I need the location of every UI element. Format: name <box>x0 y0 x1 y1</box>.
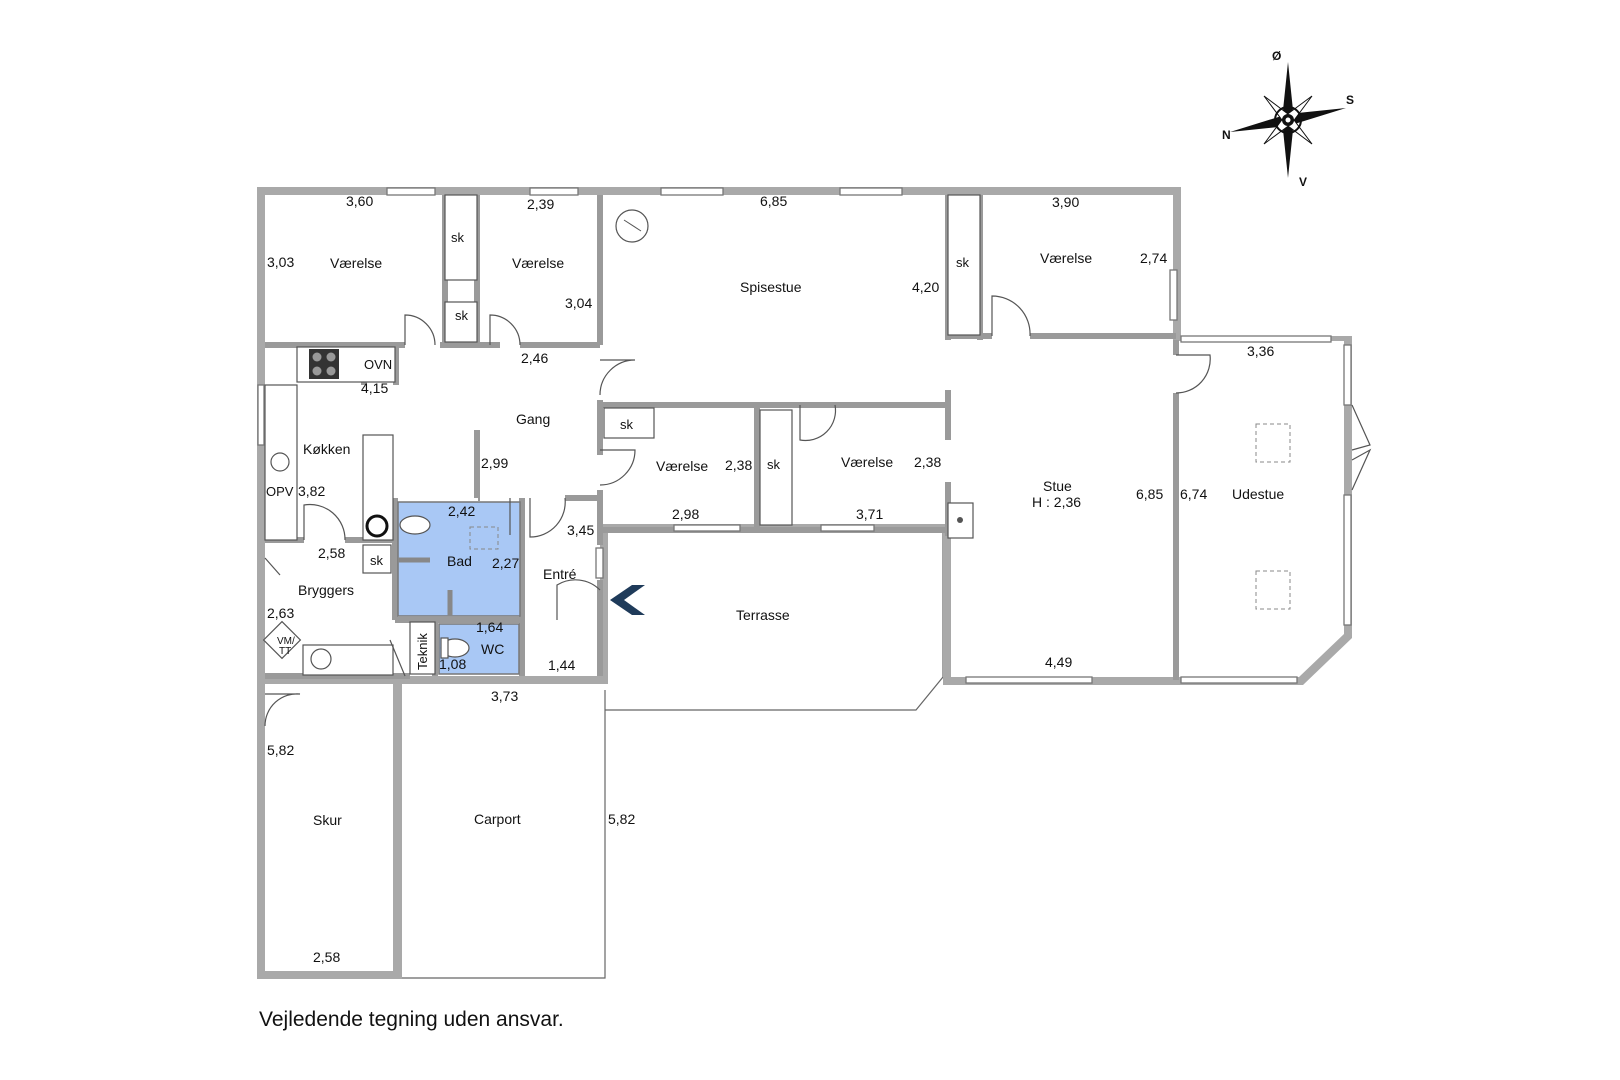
doors <box>264 295 1372 727</box>
closet-label: sk <box>451 230 465 245</box>
dim-stue-width: 4,49 <box>1045 654 1072 670</box>
disclaimer-text: Vejledende tegning uden ansvar. <box>259 1008 564 1031</box>
dim-bad-width: 2,42 <box>448 503 475 519</box>
stove-icon <box>309 349 339 379</box>
dim-vaerelse4-width: 2,98 <box>672 506 699 522</box>
washer-dryer-label: VM/ <box>277 636 295 647</box>
room-label-udestue: Udestue <box>1232 486 1284 502</box>
dim-koekken-width: 4,15 <box>361 380 388 396</box>
room-label-stue: Stue <box>1043 478 1072 494</box>
compass-east-label: Ø <box>1272 49 1281 63</box>
dim-gang-height: 2,99 <box>481 455 508 471</box>
closet-label: sk <box>767 457 781 472</box>
dim-gang-width: 2,46 <box>521 350 548 366</box>
room-label-vaerelse1: Værelse <box>330 255 382 271</box>
carport-outline <box>400 690 606 979</box>
room-label-vaerelse4: Værelse <box>656 458 708 474</box>
dim-vaerelse1-height: 3,03 <box>267 254 294 270</box>
windows <box>257 187 1352 684</box>
room-label-entre: Entré <box>543 566 577 582</box>
sink-icon <box>270 452 290 472</box>
dim-vaerelse2-width: 2,39 <box>527 196 554 212</box>
dim-spisestue-height: 4,20 <box>912 279 939 295</box>
dim-spisestue-width: 6,85 <box>760 193 787 209</box>
washer-icon <box>262 620 302 660</box>
dim-entre-width: 1,44 <box>548 657 575 673</box>
dim-vaerelse1-width: 3,60 <box>346 193 373 209</box>
room-label-teknik: Teknik <box>415 633 430 670</box>
compass-west-label: V <box>1299 175 1307 189</box>
dim-wc-width: 1,64 <box>476 619 503 635</box>
washer-dryer-label-2: TT <box>279 646 291 657</box>
ceiling-lamp-icon <box>615 209 649 243</box>
dim-udestue-width: 3,36 <box>1247 343 1274 359</box>
room-label-carport: Carport <box>474 811 521 827</box>
dim-bad-height: 2,27 <box>492 555 519 571</box>
oven-label: OVN <box>364 357 392 372</box>
dim-skur-height: 5,82 <box>267 742 294 758</box>
dim-entre-height: 3,45 <box>567 522 594 538</box>
room-label-vaerelse2: Værelse <box>512 255 564 271</box>
dim-vaerelse3-width: 3,90 <box>1052 194 1079 210</box>
room-label-wc: WC <box>481 641 504 657</box>
dim-vaerelse2-height: 3,04 <box>565 295 592 311</box>
dim-stue-height: 6,85 <box>1136 486 1163 502</box>
room-label-vaerelse3: Værelse <box>1040 250 1092 266</box>
dim-vaerelse5-width: 3,71 <box>856 506 883 522</box>
compass-rose-icon: Ø S N V <box>1222 49 1354 189</box>
room-label-bad: Bad <box>447 553 472 569</box>
room-label-skur: Skur <box>313 812 342 828</box>
room-label-bryggers: Bryggers <box>298 582 354 598</box>
room-label-spisestue: Spisestue <box>740 279 802 295</box>
teknik-closet <box>409 621 436 675</box>
dim-vaerelse5-height: 2,38 <box>914 454 941 470</box>
dim-carport-height: 5,82 <box>608 811 635 827</box>
dim-bryggers-height: 2,63 <box>267 605 294 621</box>
room-label-terrasse: Terrasse <box>736 607 790 623</box>
dim-koekken-height: 3,82 <box>298 483 325 499</box>
dim-bryggers-width: 2,58 <box>318 545 345 561</box>
entrance-arrow-icon <box>610 585 645 615</box>
fan-icon <box>365 514 389 538</box>
closet-label: sk <box>370 553 384 568</box>
dim-skur-width: 2,58 <box>313 949 340 965</box>
closet-label: sk <box>956 255 970 270</box>
room-label-koekken: Køkken <box>303 441 350 457</box>
compass-north-label: N <box>1222 128 1231 142</box>
dim-vaerelse4-height: 2,38 <box>725 457 752 473</box>
dishwasher-label: OPV <box>266 484 294 499</box>
dim-carport-width: 3,73 <box>491 688 518 704</box>
closet-label: sk <box>620 417 634 432</box>
closet-label: sk <box>455 308 469 323</box>
compass-south-label: S <box>1346 93 1354 107</box>
stue-ceiling-height: H : 2,36 <box>1032 494 1081 510</box>
room-label-vaerelse5: Værelse <box>841 454 893 470</box>
dim-vaerelse3-height: 2,74 <box>1140 250 1167 266</box>
room-label-gang: Gang <box>516 411 550 427</box>
dim-udestue-height: 6,74 <box>1180 486 1207 502</box>
dim-wc-height: 1,08 <box>439 656 466 672</box>
